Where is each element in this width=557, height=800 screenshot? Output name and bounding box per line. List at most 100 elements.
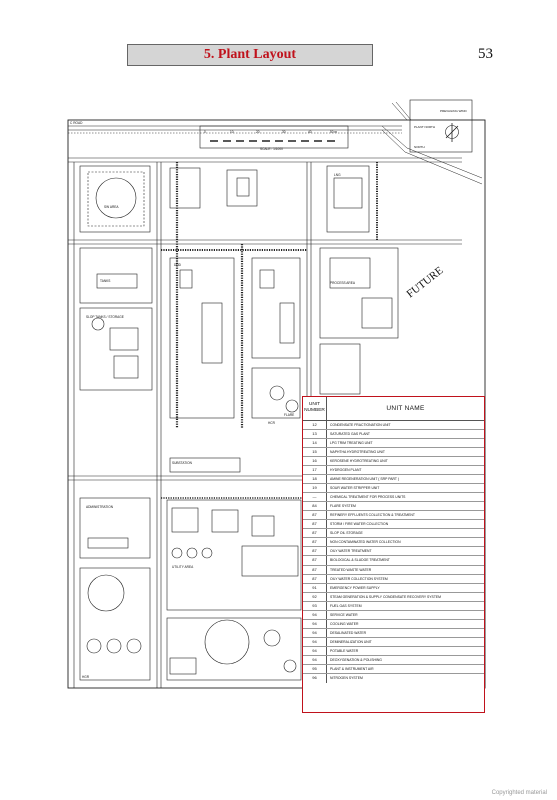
unit-name-cell: SERVICE WATER (330, 612, 358, 617)
substation-label: SUBSTATION (172, 461, 193, 465)
flare-label: FLARE (284, 413, 294, 417)
unit-table-header: UNIT NUMBER UNIT NAME (303, 397, 484, 421)
north-arrow-box (409, 99, 473, 153)
table-row: —CHEMICAL TREATMENT FOR PROCESS UNITS (303, 493, 484, 503)
unit-name-cell: CHEMICAL TREATMENT FOR PROCESS UNITS (330, 495, 406, 500)
unit-name-cell: HYDROGEN PLANT (330, 468, 362, 473)
unit-number-cell: 87 (303, 529, 327, 538)
unit-name-cell: EMERGENCY POWER SUPPLY (330, 585, 380, 590)
unit-number-cell: 91 (303, 583, 327, 592)
unit-name-cell: CONDENSATE FRACTIONATION UNIT (330, 423, 391, 427)
unit-name-cell: AMINE REGENERATION UNIT ( SRP PART ) (330, 477, 399, 482)
unit-name-cell: REFINERY EFFLUENTS COLLECTION & TREATMEN… (330, 513, 415, 518)
unit-name-cell: NITROGEN SYSTEM (330, 675, 363, 680)
unit-number-cell: 92 (303, 592, 327, 601)
unit-number-cell: 94 (303, 655, 327, 664)
unit-number-cell: 94 (303, 610, 327, 619)
scale-tick-2: 20 (256, 130, 260, 134)
unit-number-cell: 87 (303, 547, 327, 556)
process-label: PROCESS AREA (330, 281, 356, 285)
unit-name-cell: POTABLE WATER (330, 648, 359, 653)
unit-number-cell: — (303, 493, 327, 502)
scale-tick-4: 40 (308, 130, 312, 134)
utility-label: UTILITY AREA (172, 565, 194, 569)
unit-name-cell: DEOXYGENATION & POLISHING (330, 657, 382, 662)
page-title: 5. Plant Layout (127, 44, 373, 66)
tank-icon (95, 177, 137, 219)
tanks-label: TANKS (100, 279, 110, 283)
unit-number-cell: 87 (303, 511, 327, 520)
large-tank-icon (204, 619, 250, 665)
unit-name-cell: KEROSENE HYDROTREATING UNIT (330, 459, 388, 464)
unit-number-cell: 14 (303, 439, 327, 448)
tank-yard-nw (79, 165, 151, 233)
unit-number-cell: 87 (303, 556, 327, 565)
unit-number-cell: 84 (303, 502, 327, 511)
unit-number-cell: 12 (303, 421, 327, 430)
copyright-note: Copyrighted material (491, 790, 547, 796)
lng-label: LNG (334, 173, 341, 177)
unit-name-cell: LPG TRIM TREATING UNIT (330, 441, 373, 446)
page-number: 53 (478, 46, 493, 62)
north-label: NORTH (414, 145, 425, 149)
unit-name-cell: FUEL GAS SYSTEM (330, 603, 362, 608)
unit-name-cell: NON CONTAMINATED WATER COLLECTION (330, 540, 401, 545)
unit-number-cell: 17 (303, 466, 327, 475)
future-label: FUTURE (404, 264, 445, 300)
plant-layout-drawing: C ROAD PREVAILING WIND PLANT NORTH NORTH… (67, 99, 486, 689)
unit-name-cell: STORM / FIRE WATER COLLECTION (330, 522, 389, 527)
unit-number-cell: 94 (303, 619, 327, 628)
sw-area-label: SW AREA (104, 205, 119, 209)
site-boundary (67, 119, 486, 689)
unit-number-cell: 94 (303, 637, 327, 646)
unit-name-cell: STEAM GENERATION & SUPPLY CONDENSATE REC… (330, 594, 441, 599)
unit-number-cell: 87 (303, 538, 327, 547)
unit-name-cell: SATURATED GAS PLANT (330, 432, 371, 437)
unit-name-cell: TREATED WASTE WATER (330, 567, 372, 572)
scale-tick-3: 30 (282, 130, 286, 134)
unit-number-cell: 13 (303, 430, 327, 439)
admin-label: ADMINISTRATION (86, 505, 114, 509)
unit-number-cell: 95 (303, 664, 327, 673)
road-label: C ROAD (70, 121, 83, 125)
plant-north-label: PLANT NORTH (414, 125, 435, 129)
scale-box (199, 125, 349, 149)
scale-tick-0: 0 (204, 130, 206, 134)
hcr-label: HCR (268, 421, 276, 425)
unit-name-cell: SLOP OIL STORAGE (330, 531, 363, 536)
unit-number-cell: 87 (303, 574, 327, 583)
flare-icon (285, 399, 299, 413)
hgr-label: HGR (82, 675, 90, 679)
unit-number-cell: 15 (303, 448, 327, 457)
unit-number-cell: 87 (303, 520, 327, 529)
scale-tick-1: 10 (230, 130, 234, 134)
unit-name-cell: OILY WATER COLLECTION SYSTEM (330, 576, 388, 581)
unit-number-cell: 87 (303, 565, 327, 574)
unit-name-cell: COOLING WATER (330, 621, 359, 626)
unit-name-header: UNIT NAME (386, 405, 425, 412)
dhd-label: DHD (174, 263, 182, 267)
unit-name-cell: DEMINERALIZATION UNIT (330, 639, 372, 644)
prevailing-wind-label: PREVAILING WIND (440, 109, 467, 113)
